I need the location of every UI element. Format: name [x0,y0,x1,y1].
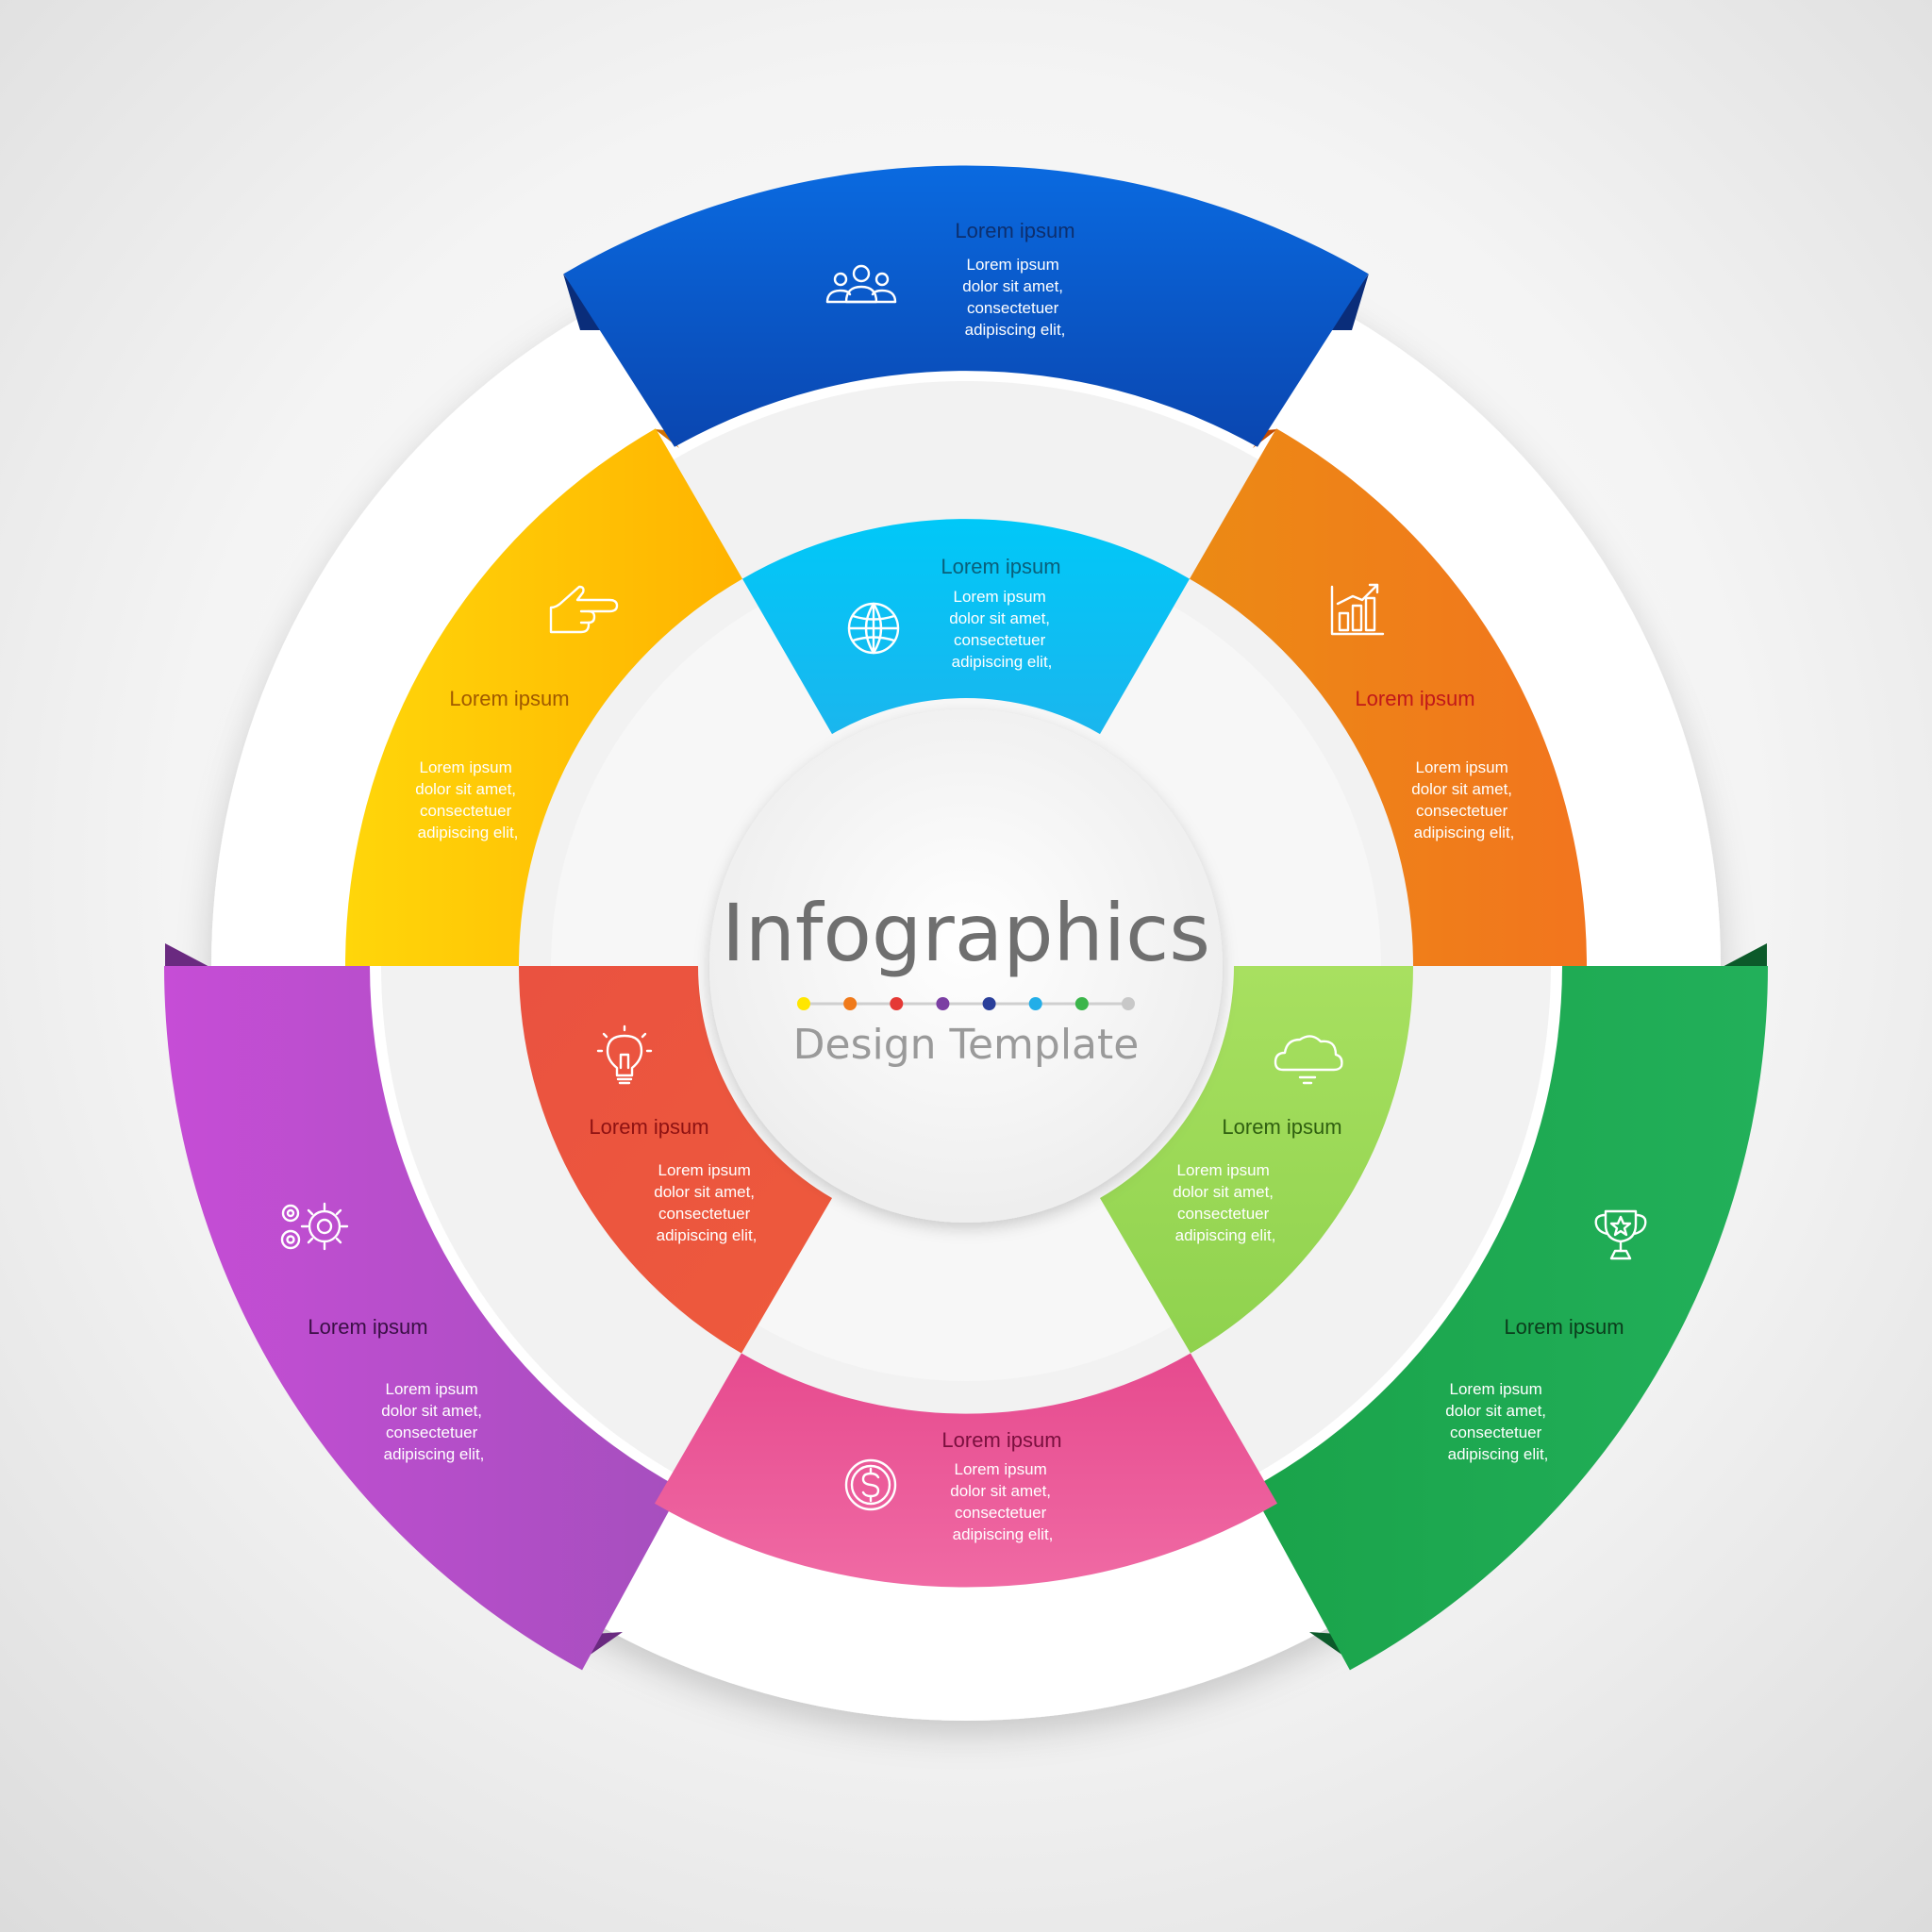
segment-top-blue-content: Lorem ipsum Lorem ipsum dolor sit amet, … [825,219,1075,339]
segment-body: Lorem ipsum dolor sit amet, consectetuer… [950,1460,1056,1543]
segment-title: Lorem ipsum [1504,1315,1624,1339]
segment-green-content: Lorem ipsum Lorem ipsum dolor sit amet, … [1445,1209,1647,1463]
segment-body-line: consectetuer [658,1205,751,1223]
segment-title: Lorem ipsum [308,1315,427,1339]
segment-body-line: Lorem ipsum [967,256,1059,274]
segment-body-line: adipiscing elit, [953,1525,1054,1543]
segment-purple-content: Lorem ipsum Lorem ipsum dolor sit amet, … [280,1202,487,1463]
center-dot [843,997,858,1010]
segment-body-line: dolor sit amet, [654,1183,755,1201]
segment-body-line: adipiscing elit, [657,1226,758,1244]
segment-body-line: consectetuer [967,299,1059,317]
segment-body-line: adipiscing elit, [1175,1226,1276,1244]
segment-body: Lorem ipsum dolor sit amet, consectetuer… [381,1380,487,1463]
segment-body: Lorem ipsum dolor sit amet, consectetuer… [1445,1380,1551,1463]
segment-title: Lorem ipsum [1355,687,1474,710]
segment-yellow [345,428,742,966]
segment-body-line: Lorem ipsum [1416,758,1508,776]
center-dot [890,997,904,1010]
center-subtitle: Design Template [793,1021,1140,1069]
segment-body-line: dolor sit amet, [1173,1183,1274,1201]
segment-body-line: Lorem ipsum [386,1380,478,1398]
segment-orange-content: Lorem ipsum Lorem ipsum dolor sit amet, … [1330,583,1517,841]
center-dot [1074,997,1089,1010]
segment-body-line: dolor sit amet, [1445,1402,1546,1420]
globe-icon [847,602,900,655]
segment-cyan [742,519,1190,735]
center-dot-row [797,997,1135,1010]
segment-body-line: Lorem ipsum [955,1460,1047,1478]
segment-title: Lorem ipsum [1222,1115,1341,1139]
trophy-icon [1594,1209,1647,1260]
segment-pink [655,1353,1277,1588]
segment-red-content: Lorem ipsum Lorem ipsum dolor sit amet, … [589,1024,759,1244]
segment-body-line: consectetuer [386,1424,478,1441]
segment-title: Lorem ipsum [941,1428,1061,1452]
segment-body-line: adipiscing elit, [418,824,519,841]
cloud-icon [1274,1035,1343,1085]
segment-body-line: dolor sit amet, [381,1402,482,1420]
segment-body-line: adipiscing elit, [1414,824,1515,841]
segment-body-line: consectetuer [1416,802,1508,820]
segment-body-line: dolor sit amet, [962,277,1063,295]
pointing-hand-icon [549,585,619,634]
center-dot [797,997,810,1010]
center-title: Infographics [722,887,1210,979]
segment-body-line: adipiscing elit, [965,321,1066,339]
center-dot [982,997,996,1010]
segment-body-line: consectetuer [1177,1205,1270,1223]
segment-body-line: dolor sit amet, [950,1482,1051,1500]
segment-body-line: consectetuer [1450,1424,1542,1441]
segment-body-line: Lorem ipsum [1450,1380,1542,1398]
segment-green [1251,966,1768,1671]
segment-body-line: adipiscing elit, [952,653,1053,671]
segment-lime [1100,966,1414,1354]
bar-chart-icon [1330,583,1385,636]
segment-cyan-content: Lorem ipsum Lorem ipsum dolor sit amet, … [847,555,1061,671]
segment-body-line: dolor sit amet, [949,609,1050,627]
segment-title: Lorem ipsum [941,555,1060,578]
segment-body-line: consectetuer [954,631,1046,649]
segment-title: Lorem ipsum [955,219,1074,242]
segment-body: Lorem ipsum dolor sit amet, consectetuer… [415,758,521,841]
center-dot [1122,997,1135,1010]
segment-body: Lorem ipsum dolor sit amet, consectetuer… [654,1161,759,1244]
segment-body-line: Lorem ipsum [658,1161,751,1179]
segment-body-line: consectetuer [420,802,512,820]
center-disc [709,709,1223,1223]
segment-title: Lorem ipsum [589,1115,708,1139]
segment-yellow-content: Lorem ipsum Lorem ipsum dolor sit amet, … [415,585,619,841]
segment-purple [163,966,681,1671]
segment-pink-content: Lorem ipsum Lorem ipsum dolor sit amet, … [844,1428,1062,1543]
center-dot [936,997,950,1010]
segment-top-blue [563,165,1369,447]
segment-body: Lorem ipsum dolor sit amet, consectetuer… [962,256,1068,339]
segment-body: Lorem ipsum dolor sit amet, consectetuer… [949,588,1055,671]
segment-lime-content: Lorem ipsum Lorem ipsum dolor sit amet, … [1173,1035,1343,1244]
segment-body-line: dolor sit amet, [415,780,516,798]
segment-body-line: adipiscing elit, [384,1445,485,1463]
segment-orange [1190,428,1587,966]
segment-body-line: Lorem ipsum [420,758,512,776]
segment-body-line: dolor sit amet, [1411,780,1512,798]
segment-red [518,966,832,1354]
people-icon [825,264,897,304]
segment-title: Lorem ipsum [449,687,569,710]
segment-body: Lorem ipsum dolor sit amet, consectetuer… [1173,1161,1278,1244]
dollar-coin-icon [844,1458,897,1511]
lightbulb-icon [596,1024,653,1085]
segment-body: Lorem ipsum dolor sit amet, consectetuer… [1411,758,1517,841]
segment-body-line: Lorem ipsum [1177,1161,1270,1179]
center-dot [1028,997,1042,1010]
gears-icon [280,1202,349,1251]
segment-body-line: consectetuer [955,1504,1047,1522]
segment-body-line: adipiscing elit, [1448,1445,1549,1463]
segment-body-line: Lorem ipsum [954,588,1046,606]
